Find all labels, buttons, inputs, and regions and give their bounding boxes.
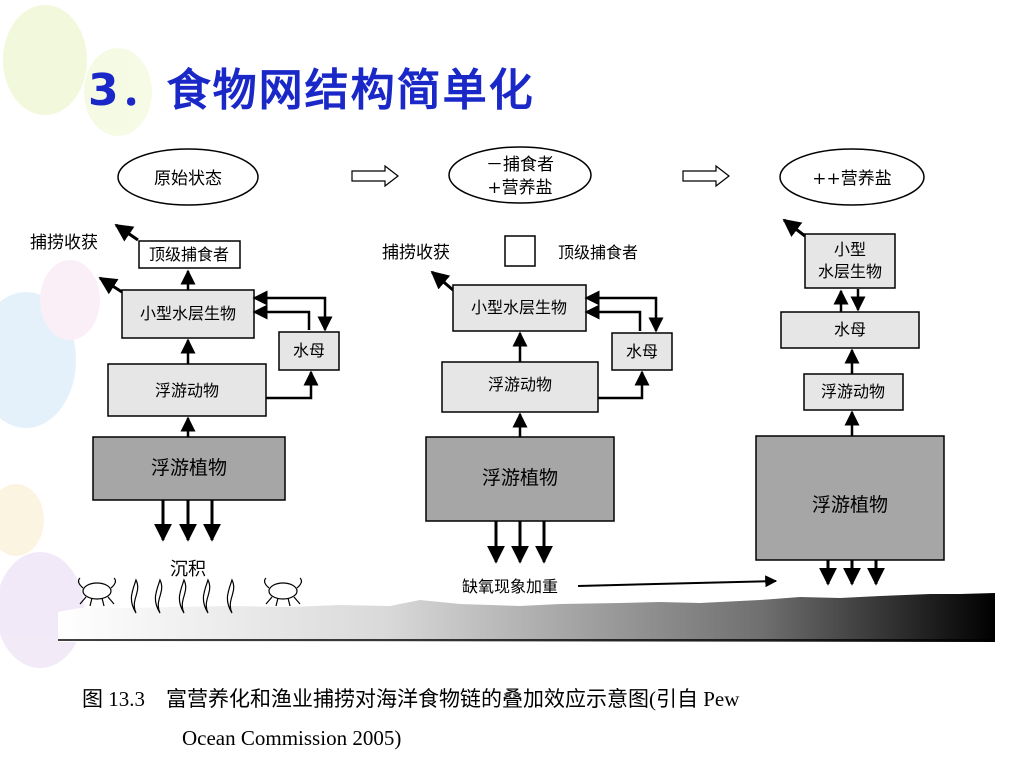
- panel-minus-predator: 顶级捕食者 捕捞收获 小型水层生物 水母 浮游动物 浮游植物: [382, 235, 673, 564]
- seafloor: [58, 593, 995, 642]
- jellyfish-box: [611, 332, 673, 371]
- transition-arrow-2: [682, 164, 730, 188]
- phytoplankton-box: [425, 436, 615, 522]
- crab-icon: [263, 577, 303, 607]
- hypoxia-indicator: 缺氧现象加重: [462, 575, 778, 596]
- svg-text:浮游植物: 浮游植物: [812, 494, 888, 516]
- jellyfish-box: [278, 331, 340, 371]
- svg-text:++营养盐: ++营养盐: [812, 169, 892, 189]
- svg-text:沉积: 沉积: [170, 559, 206, 580]
- svg-text:捕捞收获: 捕捞收获: [30, 233, 98, 253]
- svg-text:小型水层生物: 小型水层生物: [140, 304, 236, 323]
- seaweed-icon: [154, 578, 163, 614]
- svg-text:顶级捕食者: 顶级捕食者: [558, 243, 638, 262]
- slide-title: 3．食物网结构简单化: [88, 65, 535, 116]
- top-predator-empty-box: [504, 235, 536, 267]
- svg-text:浮游动物: 浮游动物: [821, 382, 885, 401]
- seaweed-icon: [226, 578, 235, 614]
- panel-plus-plus-nutrients: 小型 水层生物 水母 浮游动物 浮游植物: [755, 218, 945, 586]
- svg-text:浮游植物: 浮游植物: [151, 457, 227, 479]
- svg-text:浮游植物: 浮游植物: [482, 467, 558, 489]
- svg-text:缺氧现象加重: 缺氧现象加重: [462, 577, 558, 596]
- small-pelagic-box: [804, 233, 896, 289]
- svg-text:顶级捕食者: 顶级捕食者: [149, 245, 229, 264]
- svg-text:－捕食者: －捕食者: [486, 155, 554, 175]
- jellyfish-box: [780, 311, 920, 349]
- svg-text:浮游动物: 浮游动物: [155, 381, 219, 400]
- seaweed-icon: [130, 578, 139, 614]
- state-minus-predator: －捕食者 +营养盐: [448, 146, 592, 204]
- svg-text:小型: 小型: [834, 240, 866, 259]
- zooplankton-box: [803, 373, 904, 411]
- phytoplankton-box: [92, 436, 286, 501]
- seaweed-icon: [202, 578, 211, 614]
- zooplankton-box: [107, 363, 267, 417]
- seaweed-icon: [178, 578, 187, 614]
- phytoplankton-box: [755, 435, 945, 561]
- panel-original: 顶级捕食者 捕捞收获 小型水层生物 水母 浮游动物 浮游植物 沉积: [30, 223, 340, 580]
- decorative-balloons: [0, 5, 152, 668]
- benthic-organisms: [77, 577, 303, 614]
- top-predator-box: [138, 240, 241, 269]
- svg-text:水母: 水母: [834, 320, 866, 339]
- state-plus-plus-nutrients: ++营养盐: [779, 148, 925, 206]
- state-original: 原始状态: [117, 148, 259, 206]
- zooplankton-box: [441, 361, 599, 413]
- figure-caption-line-2: Ocean Commission 2005): [182, 726, 402, 750]
- svg-text:水层生物: 水层生物: [818, 262, 882, 281]
- figure-caption-line-1: 图 13.3 富营养化和渔业捕捞对海洋食物链的叠加效应示意图(引自 Pew: [82, 687, 740, 711]
- svg-text:小型水层生物: 小型水层生物: [471, 298, 567, 317]
- svg-text:+营养盐: +营养盐: [487, 178, 552, 198]
- transition-arrow-1: [351, 164, 399, 188]
- crab-icon: [77, 577, 117, 607]
- svg-text:捕捞收获: 捕捞收获: [382, 243, 450, 263]
- svg-text:浮游动物: 浮游动物: [488, 375, 552, 394]
- svg-text:原始状态: 原始状态: [154, 169, 222, 189]
- svg-text:水母: 水母: [293, 341, 325, 360]
- svg-text:水母: 水母: [626, 342, 658, 361]
